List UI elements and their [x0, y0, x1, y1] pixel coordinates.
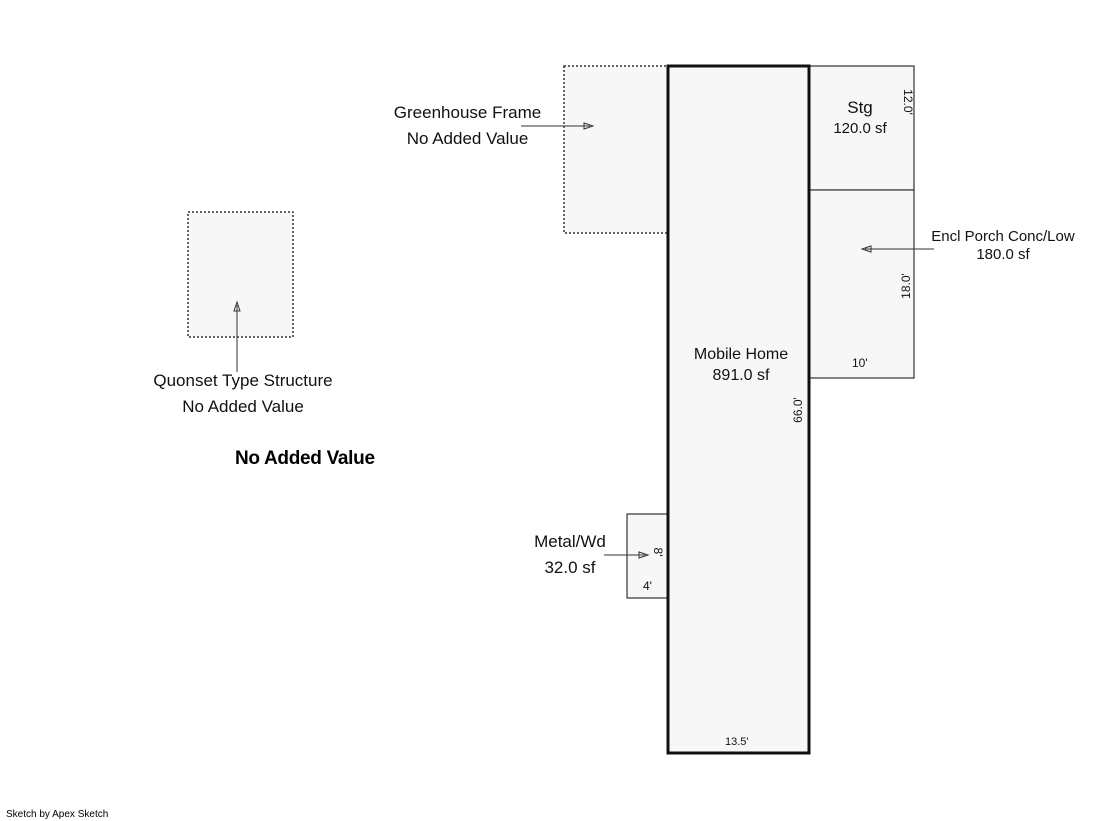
greenhouse-outline: [563, 65, 669, 234]
mobile-home-label: Mobile Home 891.0 sf: [676, 344, 806, 386]
mobile-home-width-dim: 13.5': [725, 736, 749, 748]
porch-outline: [808, 189, 915, 379]
quonset-name: Quonset Type Structure: [153, 371, 333, 390]
metal-depth-dim: 8': [651, 547, 665, 557]
metal-name: Metal/Wd: [534, 532, 606, 551]
mobile-home-length-dim: 66.0': [791, 397, 805, 423]
mobile-home-area: 891.0 sf: [712, 367, 770, 384]
greenhouse-label: Greenhouse Frame No Added Value: [380, 100, 555, 152]
mobile-home-name: Mobile Home: [693, 346, 789, 363]
quonset-outline: [187, 211, 294, 338]
metal-outline: [626, 513, 669, 599]
quonset-arrowhead: [233, 300, 241, 312]
porch-label: Encl Porch Conc/Low 180.0 sf: [918, 228, 1088, 264]
metal-label: Metal/Wd 32.0 sf: [520, 529, 620, 581]
metal-area: 32.0 sf: [544, 558, 596, 577]
metal-width-dim: 4': [643, 579, 652, 593]
mobile-home-outline: [666, 64, 811, 755]
no-added-value-notice: No Added Value: [235, 448, 375, 469]
storage-name: Stg: [847, 98, 873, 117]
metal-arrowhead: [638, 551, 650, 559]
apex-sketch-credit: Sketch by Apex Sketch: [6, 809, 109, 820]
porch-width-dim: 10': [852, 356, 868, 370]
quonset-label: Quonset Type Structure No Added Value: [138, 368, 348, 420]
storage-area: 120.0 sf: [833, 120, 887, 137]
greenhouse-name: Greenhouse Frame: [393, 103, 542, 122]
porch-name: Encl Porch Conc/Low: [931, 228, 1075, 245]
storage-depth-dim: 12.0': [901, 89, 915, 115]
greenhouse-arrowhead: [583, 122, 595, 130]
porch-depth-dim: 18.0': [899, 273, 913, 299]
porch-arrowhead: [860, 245, 872, 253]
greenhouse-value-note: No Added Value: [406, 129, 529, 148]
storage-label: Stg 120.0 sf: [820, 97, 900, 139]
porch-area: 180.0 sf: [976, 246, 1030, 263]
quonset-value-note: No Added Value: [182, 397, 304, 416]
